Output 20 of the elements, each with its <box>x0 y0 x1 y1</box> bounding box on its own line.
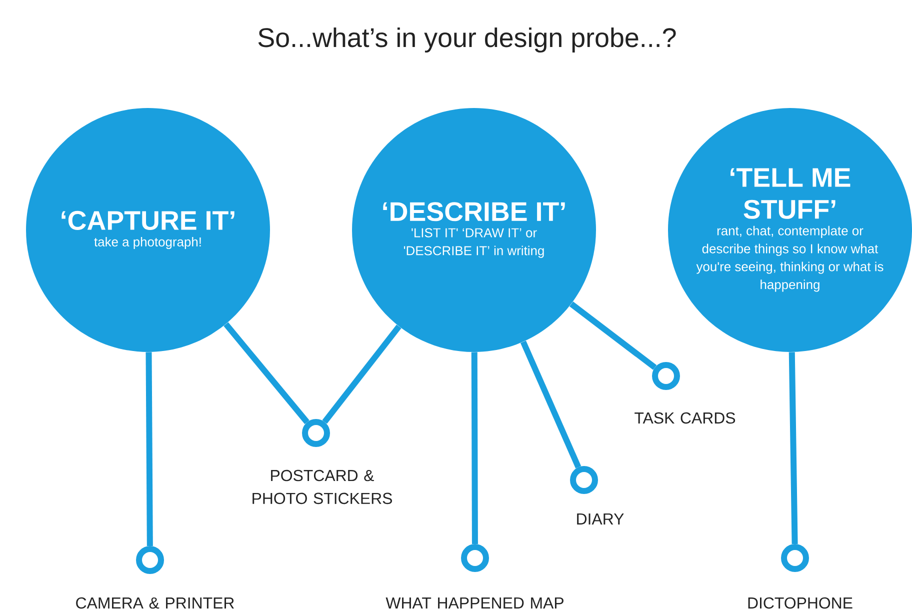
connector-line <box>322 324 402 424</box>
item-label: WHAT HAPPENED MAP <box>386 598 564 608</box>
ring-marker <box>652 362 680 390</box>
title: So...what’s in your design probe...? <box>258 27 676 53</box>
item-label: DIARY <box>577 514 624 524</box>
ring-marker <box>781 544 809 572</box>
connector-line <box>224 322 310 424</box>
connector-line <box>569 302 657 370</box>
item-label: CAMERA & PRINTER <box>76 597 234 609</box>
item-label: POSTCARD & PHOTO STICKERS <box>252 470 392 504</box>
item-label: TASK CARDS <box>634 412 736 424</box>
connector-line <box>471 352 478 544</box>
connector-line <box>788 352 798 544</box>
ring-marker <box>302 418 330 447</box>
connector-line <box>146 352 153 546</box>
ring-marker <box>136 546 164 574</box>
ring-marker <box>461 544 489 572</box>
ring-marker <box>570 466 598 494</box>
connector-line <box>520 340 582 468</box>
item-label: DICTOPHONE <box>748 597 852 609</box>
